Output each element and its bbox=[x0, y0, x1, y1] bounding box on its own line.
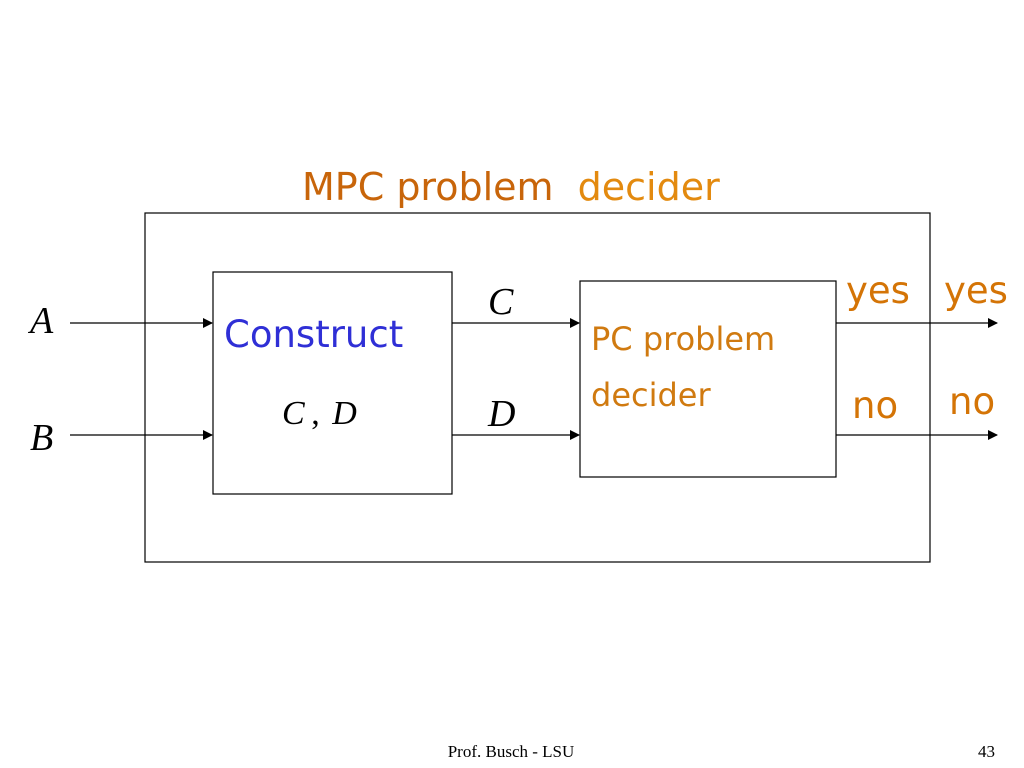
input-b-label: B bbox=[30, 417, 53, 459]
diagram-title: MPC problem decider bbox=[302, 165, 720, 209]
outer-no-label: no bbox=[949, 380, 995, 423]
inner-no-label: no bbox=[852, 384, 898, 427]
mpc-decider-box bbox=[144, 212, 931, 563]
title-part-mpc-problem: MPC problem bbox=[302, 165, 554, 209]
construct-box bbox=[212, 271, 453, 495]
pc-box-line2: decider bbox=[591, 376, 711, 414]
connection-c-label: C bbox=[488, 281, 514, 323]
outer-yes-label: yes bbox=[944, 269, 1008, 312]
construct-formula: C , D bbox=[282, 395, 357, 432]
input-a-label: A bbox=[27, 300, 54, 342]
page-number: 43 bbox=[978, 742, 995, 761]
inner-yes-label: yes bbox=[846, 269, 910, 312]
pc-box-line1: PC problem bbox=[591, 320, 775, 358]
connection-d-label: D bbox=[487, 393, 515, 435]
construct-formula-c: C bbox=[282, 395, 305, 432]
construct-formula-d: D bbox=[331, 395, 357, 432]
construct-formula-comma: , bbox=[311, 395, 320, 432]
construct-label: Construct bbox=[224, 313, 403, 356]
pc-decider-box bbox=[579, 280, 837, 478]
title-part-decider: decider bbox=[578, 165, 720, 209]
footer-credit: Prof. Busch - LSU bbox=[448, 742, 575, 761]
